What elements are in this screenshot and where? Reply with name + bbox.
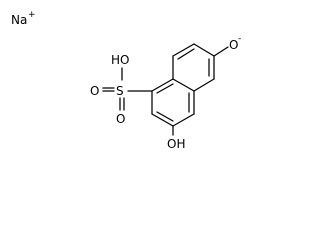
bond-c3-c4 <box>172 43 195 57</box>
oxide-group: O - <box>213 34 241 57</box>
bond-c1-c2 <box>151 78 174 92</box>
oxide-symbol: O <box>229 38 238 52</box>
bond-c3-c4-double <box>177 48 195 60</box>
sodium-charge: + <box>28 10 36 20</box>
oxo-bottom-symbol: O <box>116 112 125 126</box>
bond-c9-c10 <box>172 113 195 127</box>
bond-c7-c2 <box>172 78 195 92</box>
bond-c-oxide <box>213 46 229 57</box>
sulfonic-acid-group: S HO O O <box>90 53 153 126</box>
hydroxyl-symbol: OH <box>167 137 185 151</box>
oxide-charge: - <box>238 34 241 44</box>
bond-c4-c5 <box>193 43 215 57</box>
chemical-structure: Na + O - S HO O <box>11 10 241 151</box>
sulfur-symbol: S <box>116 84 124 98</box>
bond-c1-c2-double <box>156 83 174 94</box>
bond-c6-c7 <box>193 78 215 92</box>
sodium-symbol: Na <box>11 13 27 27</box>
hydroxyl-group: OH <box>167 125 185 151</box>
hydroxyl-on-sulfur: HO <box>111 53 129 67</box>
bond-c8-c9 <box>151 113 174 127</box>
naphthalene-ring-bonds <box>151 43 215 127</box>
oxo-left-symbol: O <box>90 84 99 98</box>
sodium-ion: Na + <box>11 10 36 27</box>
bond-c8-c9-double <box>156 111 174 122</box>
